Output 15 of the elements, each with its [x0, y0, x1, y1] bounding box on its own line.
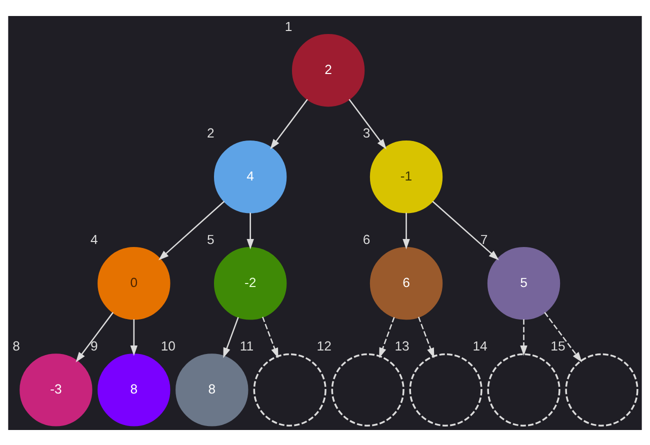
node-label: 14	[472, 338, 488, 353]
node-label: 1	[284, 18, 292, 34]
node-label: 12	[316, 338, 332, 353]
node-label: 9	[90, 338, 98, 353]
node-label: 2	[206, 124, 214, 140]
node-label: 7	[480, 231, 488, 246]
node-label: 4	[90, 231, 98, 246]
node-label: 8	[12, 338, 20, 353]
node-label: 10	[160, 338, 176, 353]
node-label: 13	[394, 338, 410, 353]
node-label: 11	[240, 338, 254, 353]
node-label: 6	[362, 231, 370, 246]
node-label: 5	[206, 231, 214, 246]
node-label: 15	[550, 338, 566, 353]
node-label: 3	[362, 124, 370, 140]
